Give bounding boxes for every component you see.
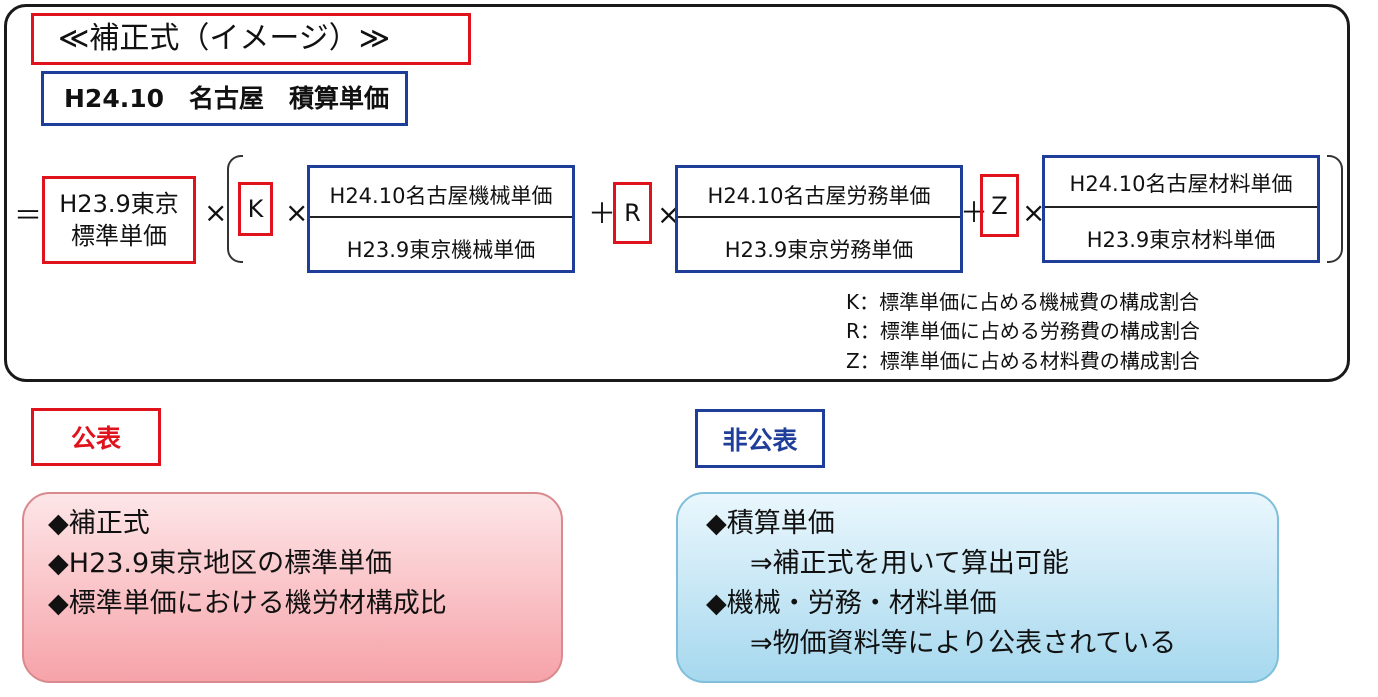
list-item: ◆標準単価における機労材構成比 (48, 588, 447, 619)
times-sign: × (204, 196, 228, 229)
fraction-machine-numerator: H24.10名古屋機械単価 (329, 184, 553, 208)
tokyo-price-line2: 標準単価 (71, 222, 167, 250)
plus-sign: ＋ (960, 196, 989, 229)
formula-subject: H24.10 名古屋 積算単価 (41, 71, 408, 126)
fraction-material-numerator: H24.10名古屋材料単価 (1069, 172, 1293, 196)
note-k: K：標準単価に占める機械費の構成割合 (846, 290, 1200, 314)
times-sign: × (285, 196, 309, 229)
times-sign: × (1022, 196, 1046, 229)
fraction-bar (310, 216, 572, 218)
fraction-labor: H24.10名古屋労務単価 H23.9東京労務単価 (675, 165, 963, 273)
nonpublic-heading: 非公表 (695, 409, 825, 468)
close-paren (1327, 155, 1343, 263)
note-r: R：標準単価に占める労務費の構成割合 (846, 319, 1200, 343)
fraction-machine-denominator: H23.9東京機械単価 (346, 238, 536, 262)
equals-sign: ＝ (14, 199, 43, 232)
fraction-bar (1045, 206, 1317, 208)
coefficient-k: K (238, 182, 273, 236)
list-item: ◆H23.9東京地区の標準単価 (48, 548, 393, 579)
list-item: ◆機械・労務・材料単価 (706, 588, 997, 619)
fraction-bar (678, 216, 960, 218)
list-item: ⇒補正式を用いて算出可能 (750, 548, 1069, 579)
fraction-labor-numerator: H24.10名古屋労務単価 (707, 184, 931, 208)
fraction-material: H24.10名古屋材料単価 H23.9東京材料単価 (1042, 155, 1320, 263)
fraction-labor-denominator: H23.9東京労務単価 (724, 238, 914, 262)
plus-sign: ＋ (588, 197, 617, 230)
list-item: ◆補正式 (48, 508, 150, 539)
times-sign: × (657, 198, 681, 231)
list-item: ◆積算単価 (706, 508, 835, 539)
tokyo-standard-price-box: H23.9東京 標準単価 (42, 176, 196, 264)
public-panel: ◆補正式 ◆H23.9東京地区の標準単価 ◆標準単価における機労材構成比 (22, 492, 563, 683)
fraction-machine: H24.10名古屋機械単価 H23.9東京機械単価 (307, 165, 575, 273)
open-paren (227, 155, 243, 263)
tokyo-price-line1: H23.9東京 (59, 190, 179, 218)
coefficient-r: R (613, 182, 652, 244)
fraction-material-denominator: H23.9東京材料単価 (1086, 228, 1276, 252)
list-item: ⇒物価資料等により公表されている (750, 628, 1177, 659)
public-heading: 公表 (31, 408, 161, 466)
note-z: Z：標準単価に占める材料費の構成割合 (846, 349, 1200, 373)
formula-title: ≪補正式（イメージ）≫ (31, 13, 471, 65)
formula-panel (4, 4, 1350, 382)
coefficient-z: Z (980, 174, 1019, 237)
nonpublic-panel: ◆積算単価 ⇒補正式を用いて算出可能 ◆機械・労務・材料単価 ⇒物価資料等により… (676, 492, 1279, 683)
